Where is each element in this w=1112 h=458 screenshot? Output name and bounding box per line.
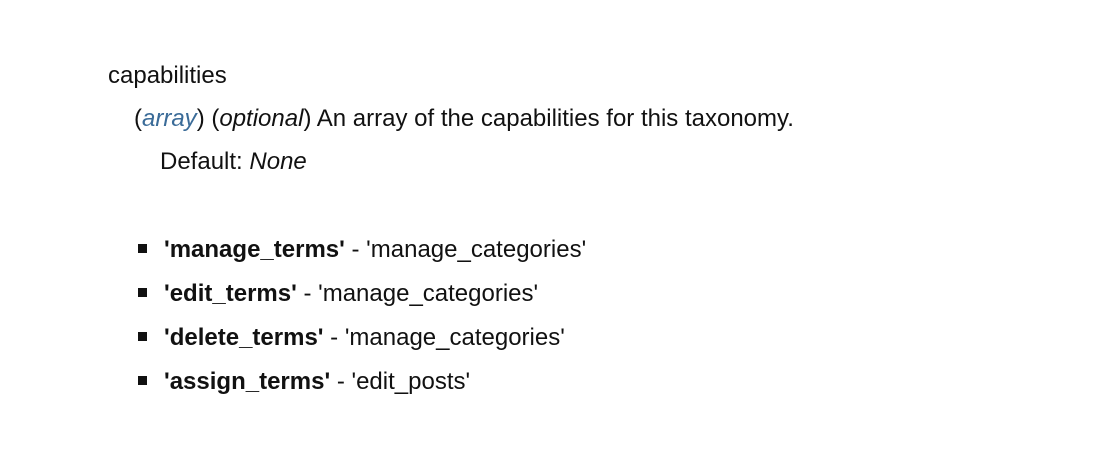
capability-separator: - xyxy=(344,236,367,263)
capability-separator: - xyxy=(330,368,352,395)
capability-separator: - xyxy=(296,280,319,307)
capability-key: 'manage_terms' xyxy=(164,236,345,263)
list-item: 'delete_terms' - 'manage_categories' xyxy=(138,320,586,364)
optional-open-paren: ( xyxy=(204,105,220,132)
description-text: An array of the capabilities for this ta… xyxy=(311,105,794,132)
list-item: 'assign_terms' - 'edit_posts' xyxy=(138,364,586,408)
capability-key: 'delete_terms' xyxy=(164,324,324,351)
capabilities-list: 'manage_terms' - 'manage_categories' 'ed… xyxy=(138,232,586,408)
capability-value: 'edit_posts' xyxy=(351,368,471,395)
optional-label: optional xyxy=(219,105,304,132)
list-item: 'edit_terms' - 'manage_categories' xyxy=(138,276,586,320)
optional-close-paren: ) xyxy=(303,105,312,132)
type-open-paren: ( xyxy=(134,105,142,132)
capability-key: 'assign_terms' xyxy=(164,368,331,395)
capability-value: 'manage_categories' xyxy=(366,236,587,263)
capability-separator: - xyxy=(323,324,345,351)
type-array-link[interactable]: array xyxy=(142,105,197,132)
square-bullet-icon xyxy=(138,244,147,254)
square-bullet-icon xyxy=(138,376,147,386)
parameter-description: (array) (optional) An array of the capab… xyxy=(134,103,794,135)
parameter-name: capabilities xyxy=(108,62,227,89)
square-bullet-icon xyxy=(138,288,147,298)
square-bullet-icon xyxy=(138,332,147,342)
type-close-paren: ) xyxy=(196,105,205,132)
capability-value: 'manage_categories' xyxy=(344,324,565,351)
default-value: None xyxy=(249,148,307,175)
default-label: Default: xyxy=(160,148,250,175)
capability-key: 'edit_terms' xyxy=(164,280,297,307)
capability-value: 'manage_categories' xyxy=(318,280,539,307)
list-item: 'manage_terms' - 'manage_categories' xyxy=(138,232,586,276)
default-value-line: Default: None xyxy=(160,146,307,178)
